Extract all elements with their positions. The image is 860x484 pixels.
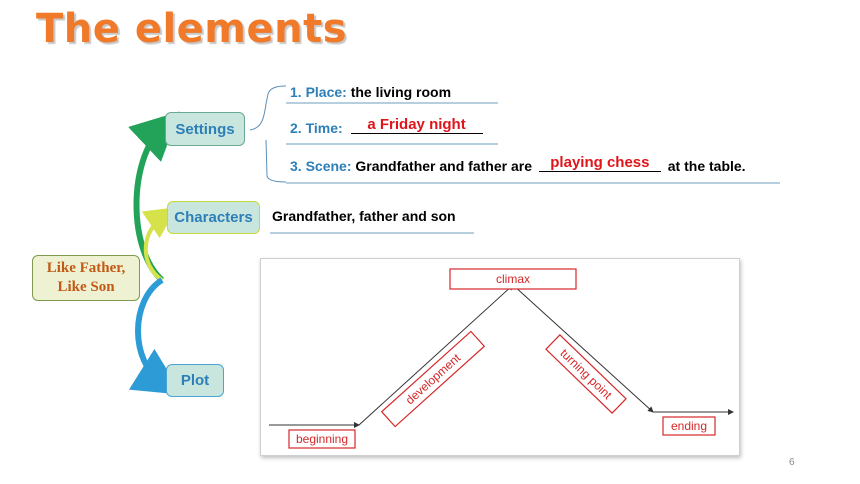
time-value: a Friday night — [367, 116, 466, 133]
characters-node: Characters — [167, 201, 260, 234]
stage-development-label: development — [403, 350, 464, 407]
stage-ending-label: ending — [671, 419, 707, 433]
place-value: the living room — [350, 84, 452, 100]
stage-development: development — [380, 330, 486, 428]
scene-text-pre: Grandfather and father are — [355, 158, 532, 174]
stage-turning-point-label: turning point — [557, 346, 615, 402]
page-number: 6 — [789, 457, 795, 468]
settings-brace — [249, 85, 287, 183]
plot-line-rising — [358, 284, 514, 426]
scene-answer: playing chess — [550, 154, 650, 171]
root-title-line2: Like Son — [57, 279, 115, 295]
plot-node: Plot — [166, 364, 224, 397]
root-node-title: Like Father, Like Son — [32, 255, 140, 301]
time-label: 2. Time: — [290, 120, 343, 136]
scene-line: 3. Scene: Grandfather and father are pla… — [290, 154, 746, 176]
stage-beginning-label: beginning — [296, 432, 348, 446]
time-line: 2. Time: a Friday night — [290, 116, 483, 138]
stage-turning-point: turning point — [545, 334, 627, 414]
arrow-to-plot — [128, 277, 183, 395]
characters-value: Grandfather, father and son — [272, 208, 456, 224]
scene-blank: playing chess — [538, 154, 661, 172]
stage-climax: climax — [449, 268, 577, 290]
plot-diagram-svg: beginning development climax turning poi… — [269, 268, 734, 449]
scene-text-post: at the table. — [667, 158, 746, 174]
page-title: The elements — [36, 6, 347, 52]
stage-climax-label: climax — [496, 272, 530, 286]
arrow-to-characters — [141, 207, 178, 282]
arrow-to-settings — [128, 111, 180, 283]
stage-ending: ending — [662, 416, 716, 436]
plot-line-falling — [512, 284, 654, 413]
stage-beginning: beginning — [288, 429, 356, 449]
place-line: 1. Place: the living room — [290, 84, 451, 100]
scene-label: 3. Scene: — [290, 158, 352, 174]
plot-diagram: beginning development climax turning poi… — [260, 258, 740, 456]
root-title-line1: Like Father, — [46, 260, 126, 276]
settings-node: Settings — [165, 112, 245, 146]
place-label: 1. Place: — [290, 84, 347, 100]
time-blank: a Friday night — [350, 116, 483, 134]
